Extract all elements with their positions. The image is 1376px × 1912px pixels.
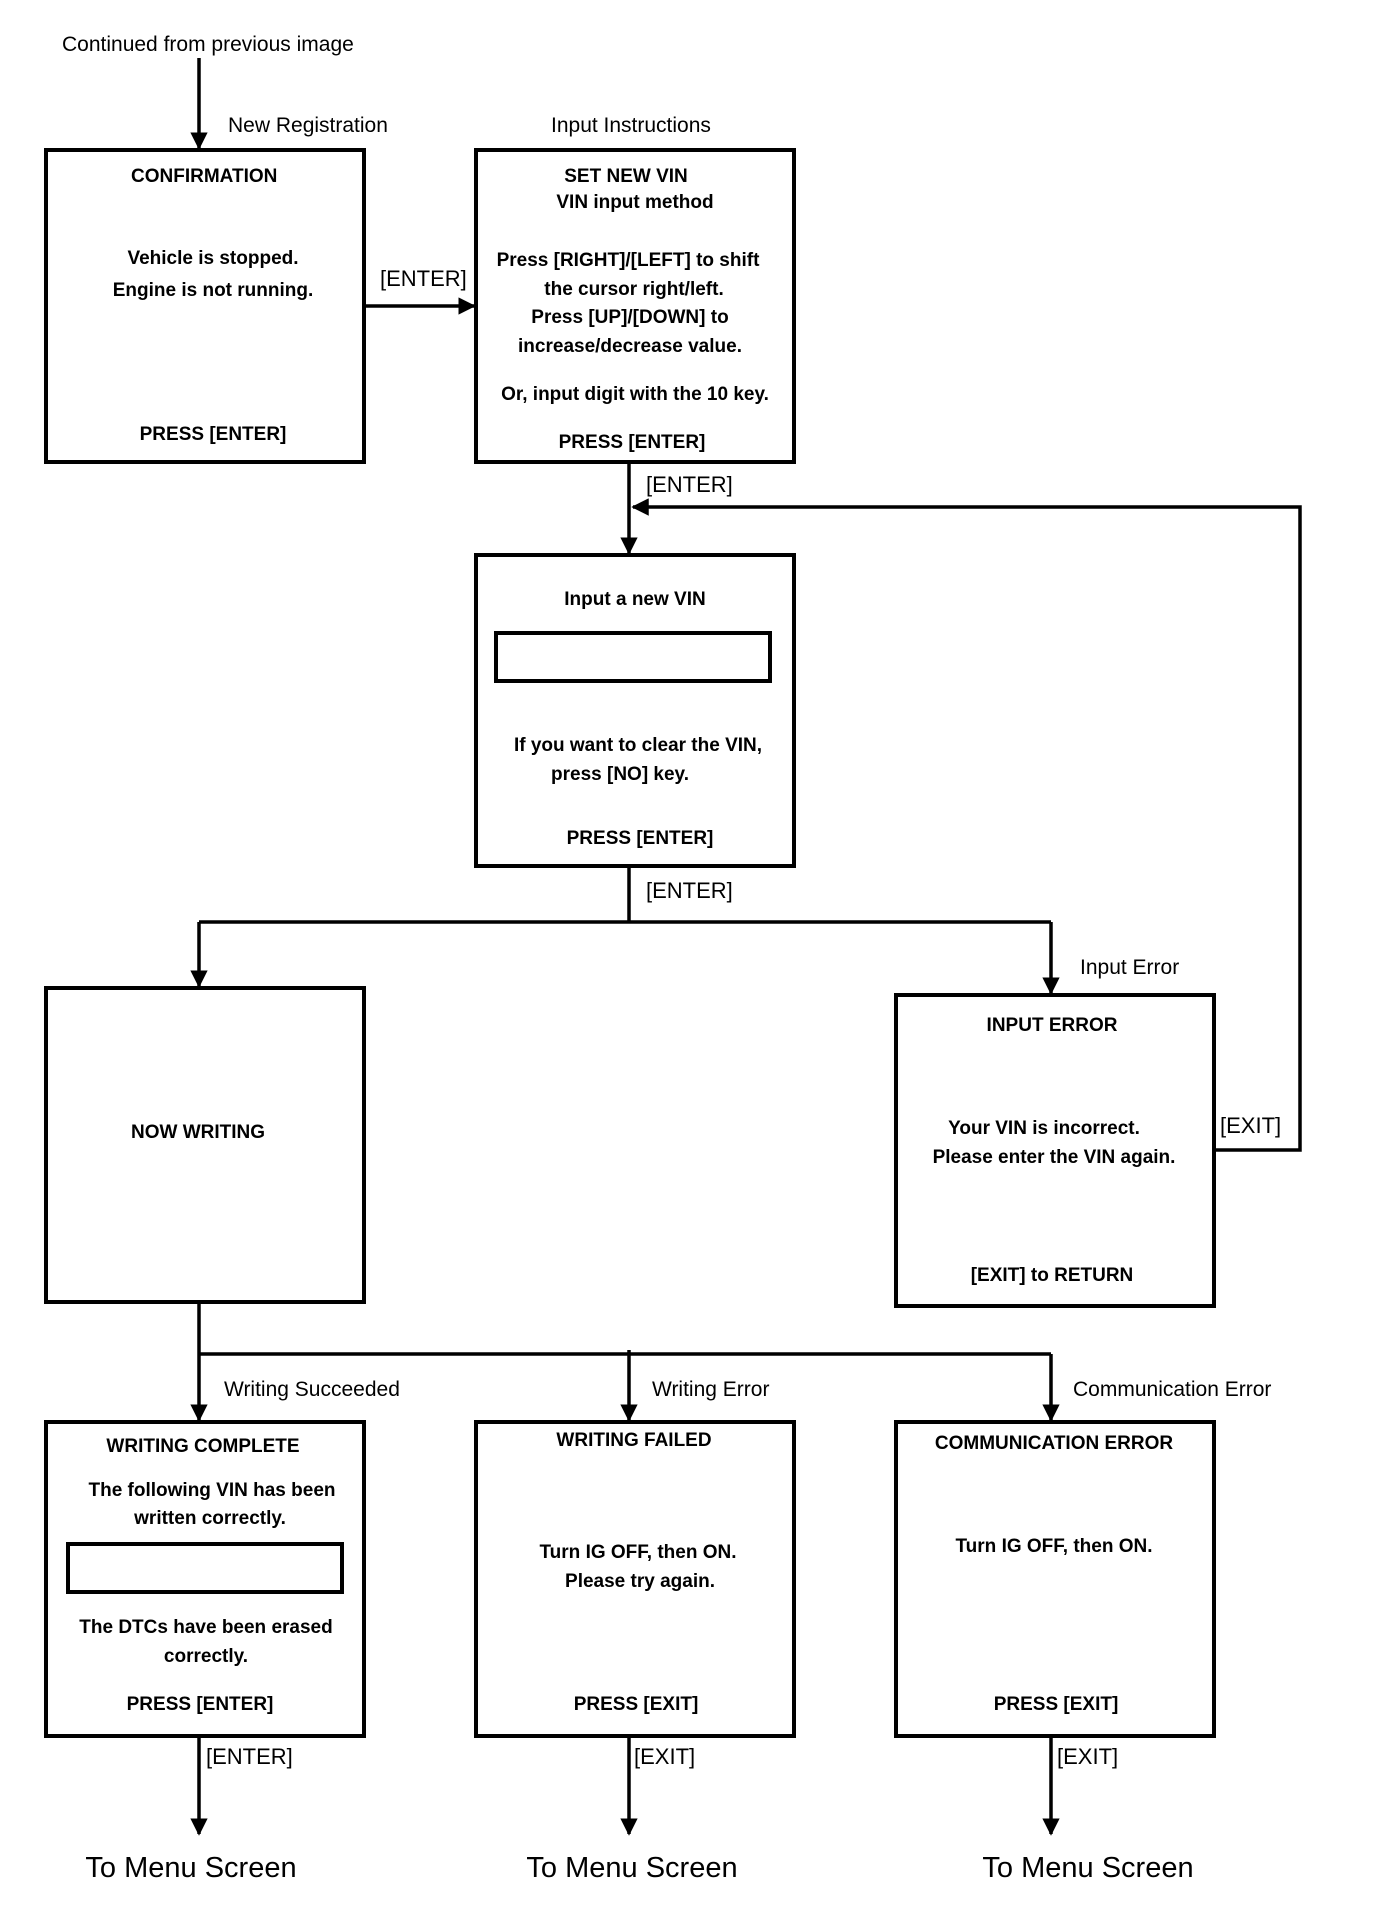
input-error-line-1: Your VIN is incorrect. [948, 1118, 1140, 1139]
set-new-vin-line-1: Press [RIGHT]/[LEFT] to shift [496, 250, 760, 271]
writing-complete-line-1: The following VIN has been [88, 1480, 336, 1501]
set-new-vin-line-3: Press [UP]/[DOWN] to [531, 307, 729, 328]
communication-error-title: COMMUNICATION ERROR [934, 1433, 1174, 1454]
writing-failed-title: WRITING FAILED [556, 1430, 712, 1451]
confirmation-prompt: PRESS [ENTER] [139, 424, 287, 445]
communication-error-prompt: PRESS [EXIT] [993, 1694, 1119, 1715]
input-error-title: INPUT ERROR [986, 1015, 1118, 1036]
input-error-screen: INPUT ERROR Your VIN is incorrect. Pleas… [894, 993, 1216, 1308]
enter-key-label-4: [ENTER] [206, 1744, 293, 1769]
input-vin-prompt: PRESS [ENTER] [566, 828, 714, 849]
set-new-vin-subtitle: VIN input method [556, 192, 714, 213]
exit-key-label-1: [EXIT] [634, 1744, 696, 1769]
set-new-vin-prompt: PRESS [ENTER] [558, 432, 706, 453]
communication-error-label: Communication Error [1073, 1378, 1272, 1401]
confirmation-screen: CONFIRMATION Vehicle is stopped. Engine … [44, 148, 366, 464]
writing-failed-prompt: PRESS [EXIT] [573, 1694, 699, 1715]
exit-key-label-loop: [EXIT] [1220, 1113, 1282, 1138]
input-error-label: Input Error [1080, 956, 1180, 979]
input-vin-title: Input a new VIN [564, 589, 706, 610]
new-registration-label: New Registration [228, 114, 388, 137]
exit-key-label-2: [EXIT] [1057, 1744, 1119, 1769]
enter-key-label-2: [ENTER] [646, 472, 733, 497]
writing-complete-title: WRITING COMPLETE [106, 1436, 300, 1457]
destination-menu-2: To Menu Screen [526, 1852, 738, 1884]
set-new-vin-line-2: the cursor right/left. [544, 279, 724, 300]
enter-key-label-3: [ENTER] [646, 878, 733, 903]
input-vin-screen: Input a new VIN If you want to clear the… [474, 553, 796, 868]
writing-complete-line-4: correctly. [163, 1646, 249, 1667]
input-vin-line-2: press [NO] key. [551, 764, 689, 785]
now-writing-title: NOW WRITING [130, 1122, 266, 1143]
writing-complete-line-3: The DTCs have been erased [79, 1617, 333, 1638]
writing-error-label: Writing Error [652, 1378, 770, 1401]
written-vin-display [66, 1542, 344, 1594]
confirmation-line-1: Vehicle is stopped. [127, 248, 299, 269]
confirmation-title: CONFIRMATION [131, 166, 278, 187]
input-instructions-label: Input Instructions [551, 114, 711, 137]
enter-key-label-1: [ENTER] [380, 266, 467, 291]
input-vin-line-1: If you want to clear the VIN, [513, 735, 763, 756]
writing-complete-prompt: PRESS [ENTER] [126, 1694, 274, 1715]
writing-failed-line-2: Please try again. [565, 1571, 715, 1592]
input-error-line-2: Please enter the VIN again. [932, 1147, 1176, 1168]
now-writing-screen: NOW WRITING [44, 986, 366, 1304]
intro-text: Continued from previous image [62, 33, 354, 56]
vin-entry-field[interactable] [494, 631, 772, 683]
writing-complete-line-2: written correctly. [134, 1508, 286, 1529]
writing-failed-screen: WRITING FAILED Turn IG OFF, then ON. Ple… [474, 1420, 796, 1738]
communication-error-screen: COMMUNICATION ERROR Turn IG OFF, then ON… [894, 1420, 1216, 1738]
destination-menu-3: To Menu Screen [982, 1852, 1194, 1884]
communication-error-line-1: Turn IG OFF, then ON. [955, 1536, 1153, 1557]
writing-complete-screen: WRITING COMPLETE The following VIN has b… [44, 1420, 366, 1738]
set-new-vin-title: SET NEW VIN [564, 166, 688, 187]
writing-succeeded-label: Writing Succeeded [224, 1378, 400, 1401]
input-error-prompt: [EXIT] to RETURN [970, 1265, 1134, 1286]
writing-failed-line-1: Turn IG OFF, then ON. [539, 1542, 737, 1563]
set-new-vin-line-4: increase/decrease value. [518, 336, 742, 357]
arrow-inputerror-return-loop [631, 498, 1302, 1152]
set-new-vin-screen: SET NEW VIN VIN input method Press [RIGH… [474, 148, 796, 464]
set-new-vin-line-5: Or, input digit with the 10 key. [501, 384, 769, 405]
destination-menu-1: To Menu Screen [85, 1852, 297, 1884]
confirmation-line-2: Engine is not running. [112, 280, 314, 301]
